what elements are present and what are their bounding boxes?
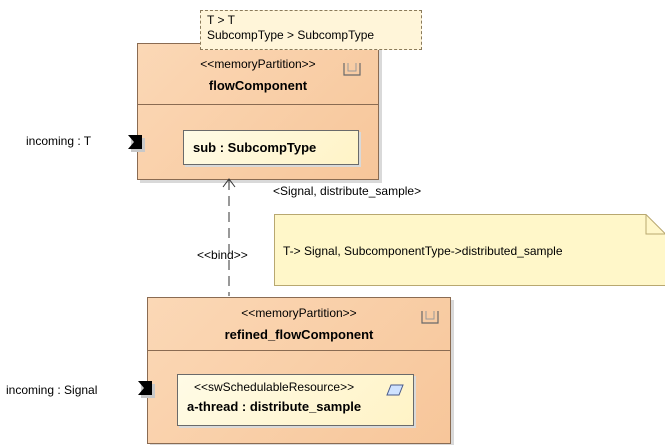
flow-component-name: flowComponent (208, 78, 308, 93)
structure-icon (343, 63, 361, 76)
structure-icon (421, 311, 439, 324)
flow-component-class[interactable]: <<memoryPartition>> flowComponent sub : … (137, 43, 379, 180)
signal-binding-label: <Signal, distribute_sample> (273, 184, 422, 198)
flow-component-stereotype: <<memoryPartition>> (200, 57, 316, 71)
refined-component-port-label: incoming : Signal (6, 383, 98, 397)
note-text: T-> Signal, SubcomponentType->distribute… (283, 244, 563, 258)
flow-component-divider (138, 104, 378, 105)
sub-part[interactable]: sub : SubcompType (183, 130, 359, 165)
refined-component-divider (148, 350, 450, 351)
a-thread-label: a-thread : distribute_sample (187, 399, 362, 414)
note-shape[interactable] (274, 214, 665, 286)
a-thread-stereotype: <<swSchedulableResource>> (194, 380, 355, 394)
resource-icon (386, 384, 404, 396)
sub-part-label: sub : SubcompType (193, 140, 317, 155)
bind-label: <<bind>> (197, 248, 248, 262)
a-thread-part[interactable]: <<swSchedulableResource>> a-thread : dis… (177, 374, 414, 426)
bind-dependency-line[interactable] (219, 178, 239, 298)
refined-component-name: refined_flowComponent (224, 327, 374, 342)
port-icon[interactable] (138, 381, 156, 399)
port-icon[interactable] (128, 135, 146, 153)
flow-component-port-label: incoming : T (26, 134, 92, 148)
refined-flow-component-class[interactable]: <<memoryPartition>> refined_flowComponen… (147, 297, 451, 444)
template-param-1: T > T (207, 13, 235, 27)
refined-component-stereotype: <<memoryPartition>> (241, 306, 357, 320)
template-parameters[interactable]: T > T SubcompType > SubcompType (200, 10, 422, 50)
folded-corner-icon (645, 214, 665, 235)
template-param-2: SubcompType > SubcompType (207, 28, 375, 42)
